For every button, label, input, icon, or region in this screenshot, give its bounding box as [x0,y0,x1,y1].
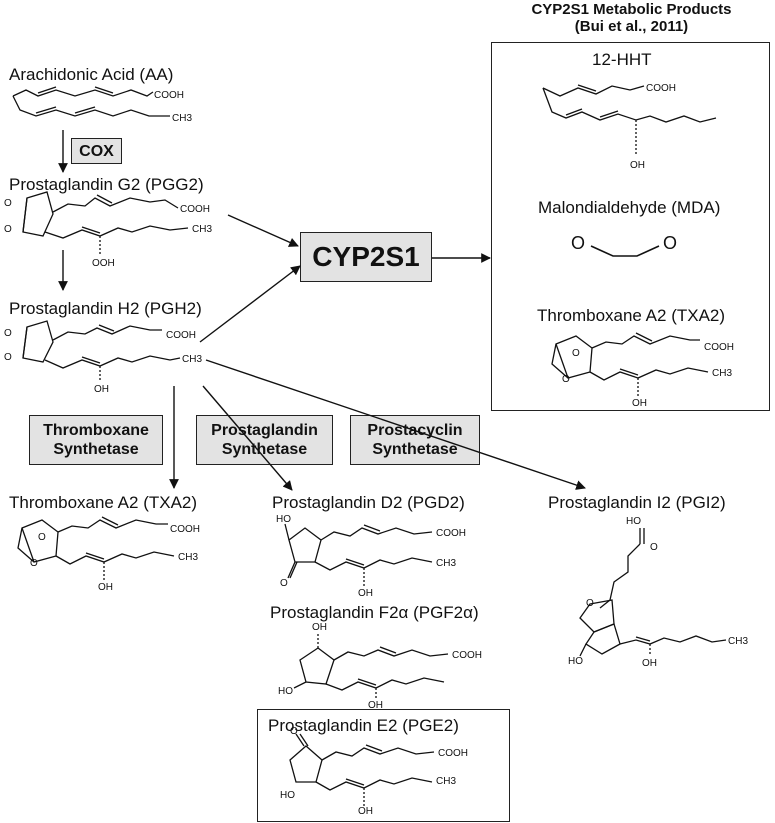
pgg2-ch3: CH3 [192,224,212,235]
prostacyclin-line2: Synthetase [372,441,458,458]
pgi2-ch3: CH3 [728,636,748,647]
label-mda: Malondialdehyde (MDA) [538,198,721,217]
label-pgi2: Prostaglandin I2 (PGI2) [548,493,726,512]
txa2-left-cooh: COOH [170,524,200,535]
arrow-pgh2-to-pgd2 [202,385,293,491]
txa2-product-o1: O [572,348,580,359]
enzyme-cyp2s1-label: CYP2S1 [312,241,420,272]
aa-ch3: CH3 [172,113,192,124]
pgh2-ch3: CH3 [182,354,202,365]
products-box [491,42,770,411]
products-title-line1: CYP2S1 Metabolic Products [531,1,732,18]
structure-pgf2a [293,634,449,700]
structure-pge2 [289,733,435,806]
txa2-product-oh: OH [632,398,647,409]
pgh2-oh: OH [94,384,109,395]
pgd2-cooh: COOH [436,528,466,539]
label-pgf2a: Prostaglandin F2α (PGF2α) [270,603,479,622]
label-txa2-product: Thromboxane A2 (TXA2) [537,306,726,325]
products-title-line2: (Bui et al., 2011) [574,18,689,35]
structure-txa2-product [551,332,709,396]
enzyme-cox: COX [71,138,122,164]
pgi2-oh: OH [642,658,657,669]
txa2-product-ch3: CH3 [712,368,732,379]
enzyme-prostaglandin-synthetase: Prostaglandin Synthetase [196,415,333,465]
enzyme-prostacyclin-synthetase: Prostacyclin Synthetase [350,415,480,465]
pgg2-ooh: OOH [92,258,115,269]
label-12-hht: 12-HHT [592,50,652,69]
enzyme-cox-label: COX [79,142,114,160]
txa2-left-o1: O [38,532,46,543]
hht-oh: OH [630,160,645,171]
label-pgg2: Prostaglandin G2 (PGG2) [9,175,204,194]
pge2-oh: OH [358,806,373,817]
hht-cooh: COOH [646,83,676,94]
pge2-box [257,709,510,822]
pgg2-o2: O [4,224,12,235]
arrow-pgh2-to-cyp2s1 [199,265,301,343]
enzyme-thromboxane-synthetase: Thromboxane Synthetase [29,415,163,465]
mda-o-right: O [663,233,677,253]
txa2-left-oh: OH [98,582,113,593]
label-arachidonic-acid: Arachidonic Acid (AA) [9,65,174,84]
thromboxane-line2: Synthetase [53,441,139,458]
pgf2a-ho: HO [278,686,293,697]
label-pgd2: Prostaglandin D2 (PGD2) [272,493,465,512]
label-txa2: Thromboxane A2 (TXA2) [9,493,198,512]
structure-pgg2 [22,191,189,256]
pgi2-o-top: O [650,542,658,553]
pgd2-o: O [280,578,288,589]
pgd2-ch3: CH3 [436,558,456,569]
pgd2-oh: OH [358,588,373,599]
pgd2-ho: HO [276,514,291,525]
pge2-ho: HO [280,790,295,801]
pge2-o: O [290,726,298,737]
pge2-cooh: COOH [438,748,468,759]
arrow-pgh2-to-pgi2 [205,359,586,490]
pgf2a-oh1: OH [312,622,327,633]
txa2-left-o2: O [30,558,38,569]
pgg2-cooh: COOH [180,204,210,215]
mda-o-left: O [571,233,585,253]
pgg2-o1: O [4,198,12,209]
thromboxane-line1: Thromboxane [43,422,149,439]
txa2-product-o2: O [562,374,570,385]
structure-12-hht [542,84,717,156]
pgi2-ho: HO [568,656,583,667]
pgi2-ho-top: HO [626,516,641,527]
aa-cooh: COOH [154,90,184,101]
pgh2-o1: O [4,328,12,339]
pgf2a-oh2: OH [368,700,383,711]
structure-pgh2 [22,320,181,382]
pgf2a-cooh: COOH [452,650,482,661]
structure-txa2-left [17,516,175,580]
arrow-pgg2-to-cyp2s1 [227,214,299,247]
pgh2-cooh: COOH [166,330,196,341]
pge2-ch3: CH3 [436,776,456,787]
structure-pgi2 [579,528,727,657]
label-pgh2: Prostaglandin H2 (PGH2) [9,299,202,318]
txa2-product-cooh: COOH [704,342,734,353]
txa2-left-ch3: CH3 [178,552,198,563]
pgh2-o2: O [4,352,12,363]
structure-arachidonic-acid [12,86,170,117]
products-title: CYP2S1 Metabolic Products (Bui et al., 2… [488,1,775,35]
structure-mda [590,245,660,257]
structure-pgd2 [284,523,433,586]
pgi2-o-ring: O [586,598,594,609]
prostaglandin-line2: Synthetase [221,441,308,458]
enzyme-cyp2s1: CYP2S1 [300,232,432,282]
label-pge2: Prostaglandin E2 (PGE2) [268,716,459,735]
